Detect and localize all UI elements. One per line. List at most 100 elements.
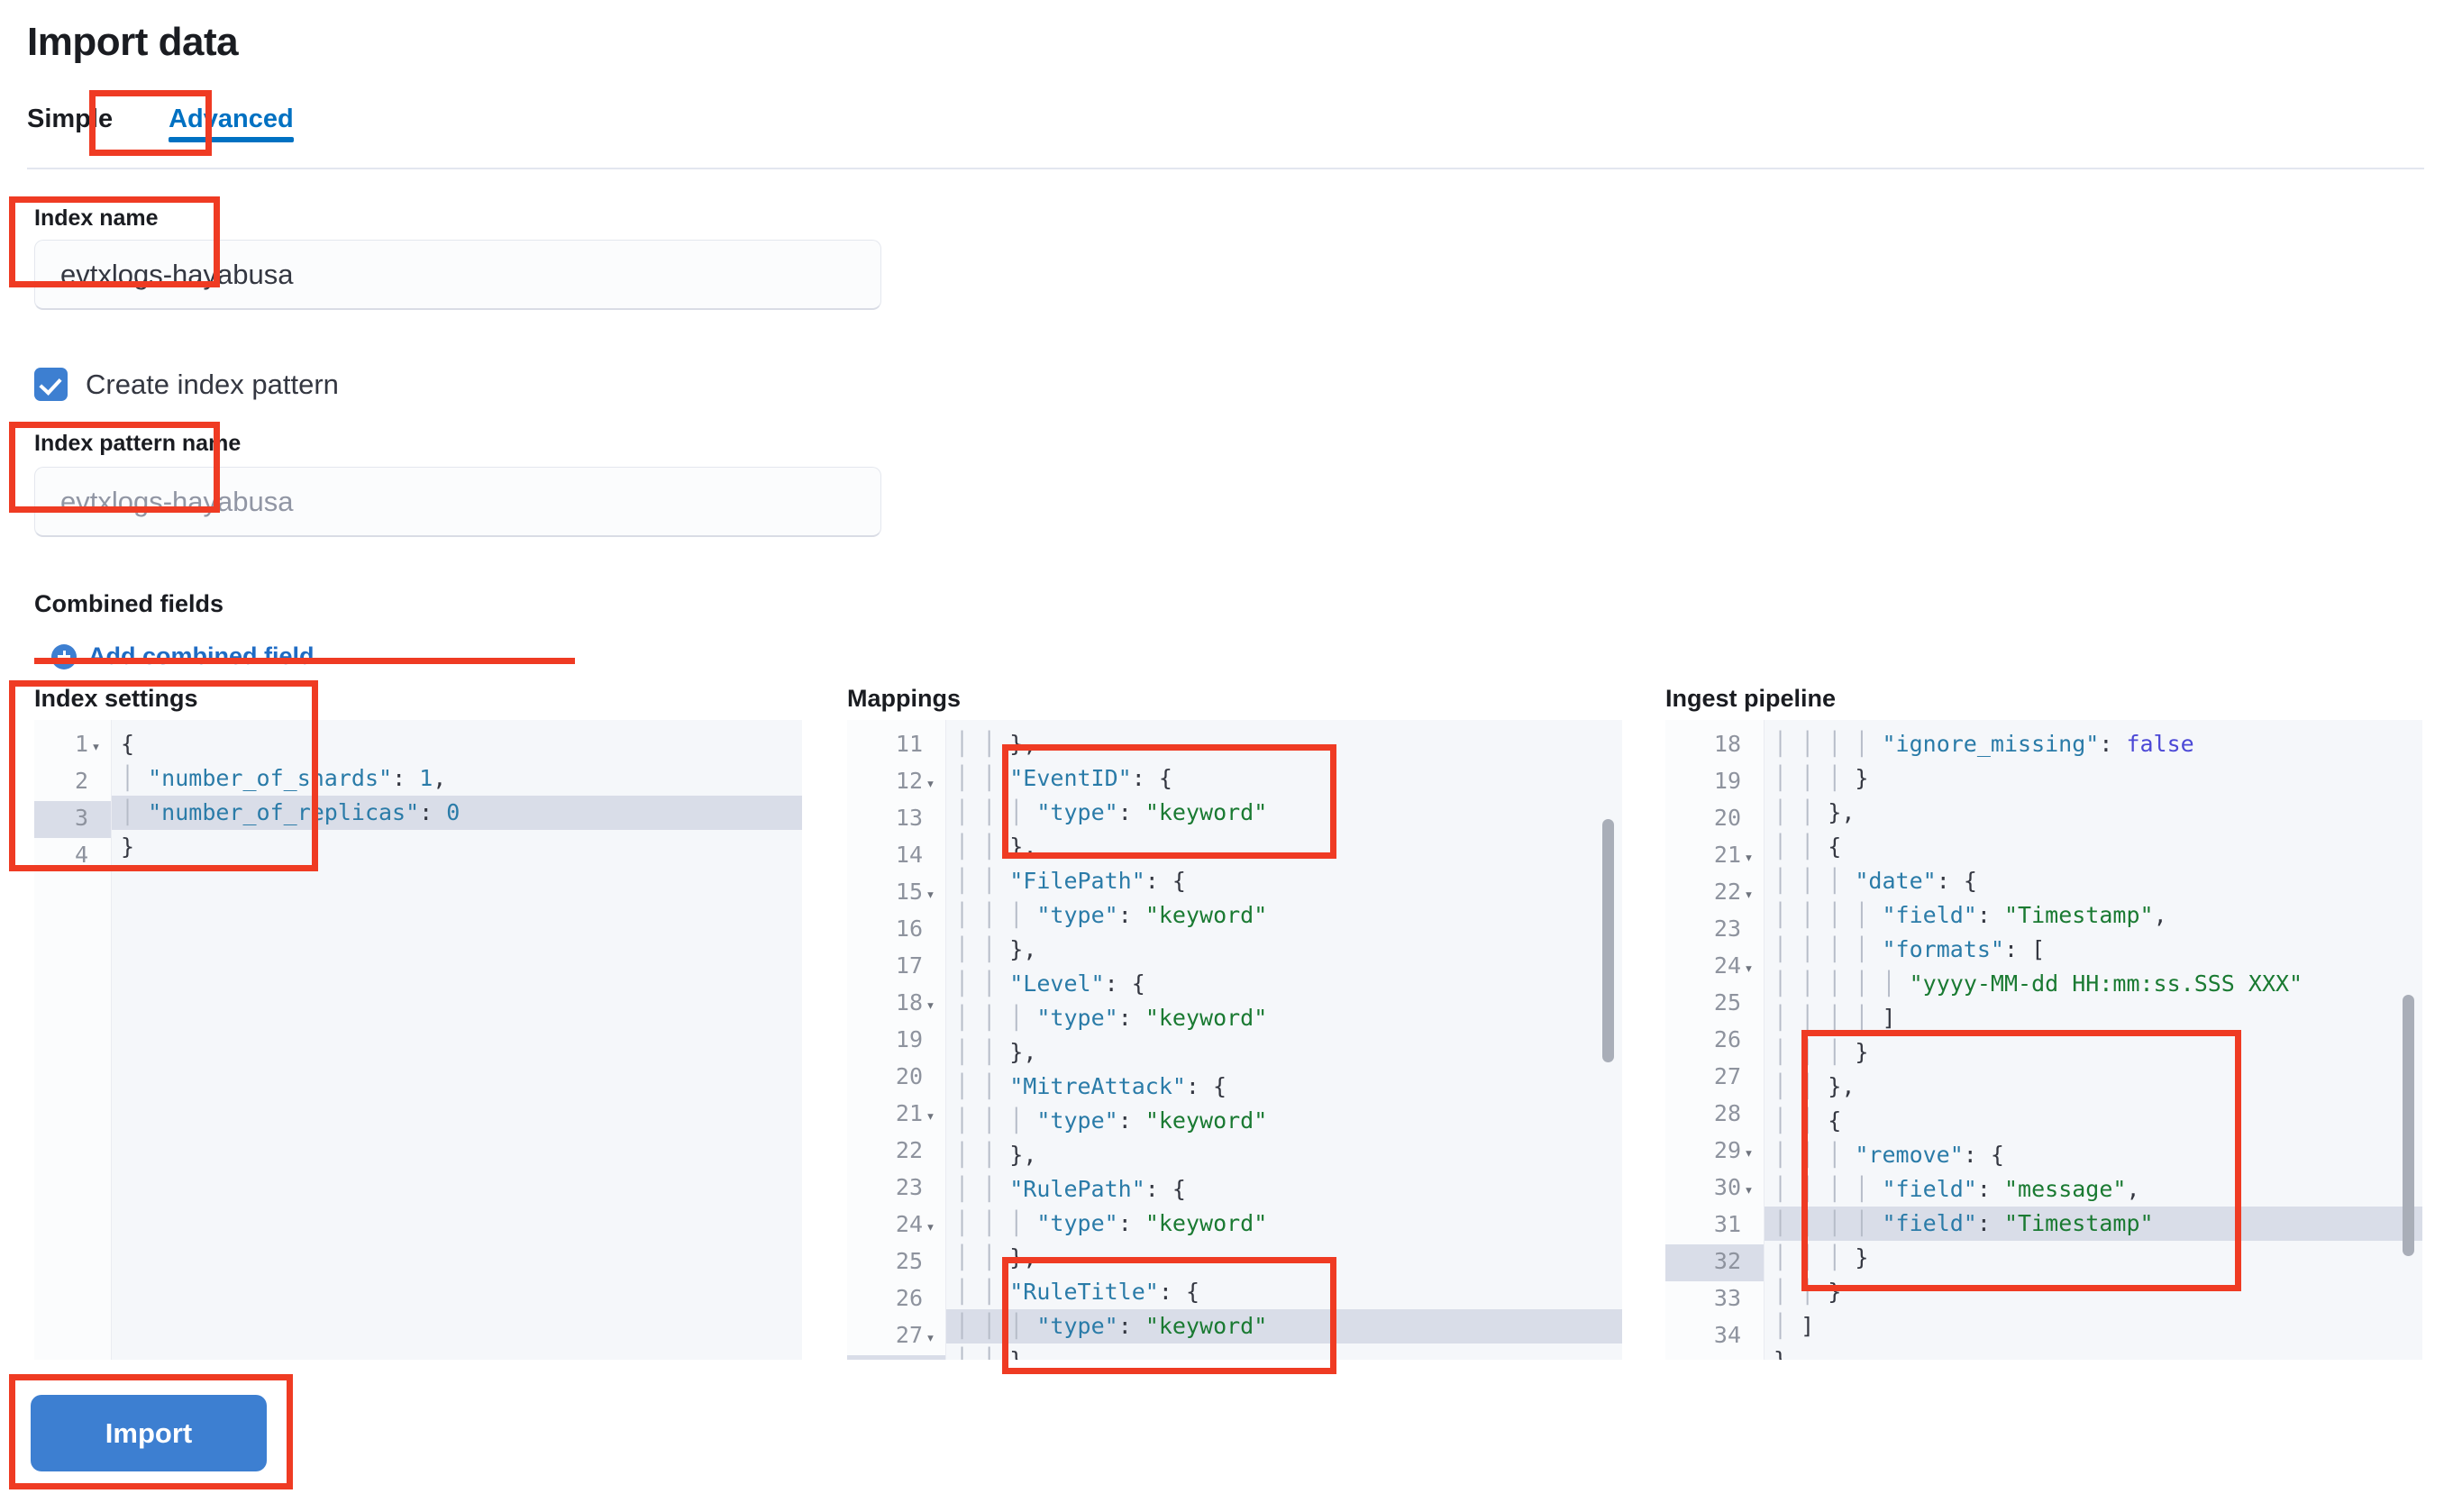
code-line[interactable]: │ │ │ "type": "keyword"	[955, 1005, 1268, 1031]
code-line[interactable]: │ │ },	[955, 833, 1037, 860]
code-line[interactable]: │ │ │ }	[1774, 765, 1869, 791]
mappings-scrollbar[interactable]	[1602, 819, 1614, 1062]
line-number: 24▾	[1713, 952, 1754, 979]
ingest-pipeline-scrollbar[interactable]	[2403, 995, 2414, 1256]
line-number: 12▾	[895, 768, 935, 794]
index-settings-section: Index settings 1▾2▾3▾4▾ { │ "number_of_sh…	[34, 685, 802, 1360]
index-name-label: Index name	[34, 205, 159, 231]
code-line[interactable]: │ │ │ "type": "keyword"	[955, 1210, 1268, 1236]
import-button[interactable]: Import	[31, 1395, 267, 1471]
ingest-pipeline-title: Ingest pipeline	[1665, 685, 1837, 712]
line-number: 23▾	[895, 1174, 923, 1200]
line-number: 23▾	[1713, 915, 1741, 942]
index-pattern-name-input[interactable]: evtxlogs-hayabusa	[34, 467, 881, 537]
code-line[interactable]: │ │ │ "type": "keyword"	[955, 799, 1268, 825]
page-title: Import data	[27, 20, 239, 64]
index-settings-gutter: 1▾2▾3▾4▾	[34, 720, 112, 1360]
mappings-code[interactable]: │ │ }, │ │ "EventID": { │ │ │ "type": "key…	[946, 720, 1622, 1360]
code-line[interactable]: │ │ │ │ ]	[1774, 1005, 1896, 1031]
code-line[interactable]: │ │ {	[1774, 1107, 1842, 1134]
ingest-pipeline-editor[interactable]: 18▾19▾20▾21▾22▾23▾24▾25▾26▾27▾28▾29▾30▾3…	[1665, 720, 2422, 1360]
line-number: 28▾	[1713, 1100, 1741, 1126]
code-line[interactable]: │ │ },	[946, 1343, 1622, 1360]
line-number: 20▾	[1713, 805, 1741, 831]
code-line[interactable]: │ │ │ │ "field": "Timestamp"	[1765, 1207, 2422, 1241]
line-number: 18▾	[895, 989, 935, 1016]
line-number: 26▾	[895, 1285, 923, 1311]
checkbox-checked-icon[interactable]	[34, 368, 68, 401]
mappings-section: Mappings 11▾12▾13▾14▾15▾16▾17▾18▾19▾20▾2…	[847, 685, 1622, 1360]
code-line[interactable]: │ │ },	[955, 1039, 1037, 1065]
code-line[interactable]: │ │ │ "type": "keyword"	[955, 902, 1268, 928]
code-line[interactable]: │ │ │ │ "formats": [	[1774, 936, 2046, 962]
line-number: 24▾	[895, 1211, 935, 1237]
code-line[interactable]: }	[1765, 1343, 2422, 1360]
line-number: 22▾	[895, 1137, 923, 1163]
line-number: 15▾	[895, 879, 935, 905]
line-number: 27▾	[895, 1322, 935, 1348]
line-number: 2▾	[74, 768, 88, 794]
code-line[interactable]: │ "number_of_shards": 1,	[121, 765, 447, 791]
line-number: 17▾	[895, 952, 923, 979]
line-number: 27▾	[1713, 1063, 1741, 1089]
line-number: 32▾	[1665, 1244, 1764, 1281]
create-index-pattern-label: Create index pattern	[86, 368, 339, 400]
line-number: 21▾	[1713, 842, 1754, 868]
line-number: 29▾	[1713, 1137, 1754, 1163]
code-line[interactable]: │ │ "FilePath": {	[955, 868, 1186, 894]
code-line[interactable]: │ │ "Level": {	[955, 970, 1145, 997]
code-line[interactable]: │ │ │ │ "field": "Timestamp",	[1774, 902, 2167, 928]
tab-advanced[interactable]: Advanced	[143, 101, 319, 154]
plus-circle-icon	[51, 643, 77, 669]
ingest-pipeline-gutter: 18▾19▾20▾21▾22▾23▾24▾25▾26▾27▾28▾29▾30▾3…	[1665, 720, 1765, 1360]
code-line[interactable]: │ "number_of_replicas": 0	[112, 796, 802, 830]
mappings-editor[interactable]: 11▾12▾13▾14▾15▾16▾17▾18▾19▾20▾21▾22▾23▾2…	[847, 720, 1622, 1360]
code-line[interactable]: │ │ │ │ "field": "message",	[1774, 1176, 2140, 1202]
code-line[interactable]: │ │ },	[1774, 1073, 1856, 1099]
code-line[interactable]: │ │ │ │ "ignore_missing": false	[1774, 731, 2194, 757]
code-line[interactable]: │ │ },	[1774, 799, 1856, 825]
line-number: 19▾	[895, 1026, 923, 1052]
code-line[interactable]: │ │ },	[955, 1142, 1037, 1168]
code-line[interactable]: │ │ },	[955, 731, 1037, 757]
tab-simple[interactable]: Simple	[27, 105, 114, 133]
line-number: 31▾	[1713, 1211, 1741, 1237]
line-number: 11▾	[895, 731, 923, 757]
code-line[interactable]: │ │ "RuleTitle": {	[955, 1279, 1200, 1305]
index-name-input[interactable]: evtxlogs-hayabusa	[34, 240, 881, 310]
code-line[interactable]: │ │ "EventID": {	[955, 765, 1172, 791]
code-line[interactable]: │ │ "MitreAttack": {	[955, 1073, 1227, 1099]
line-number: 25▾	[1713, 989, 1741, 1016]
code-line[interactable]: │ │ {	[1774, 833, 1842, 860]
create-index-pattern-row[interactable]: Create index pattern	[34, 368, 339, 401]
code-line[interactable]: {	[121, 731, 135, 757]
code-line[interactable]: │ │ │ }	[1774, 1039, 1869, 1065]
index-settings-title: Index settings	[34, 685, 198, 712]
index-settings-editor[interactable]: 1▾2▾3▾4▾ { │ "number_of_shards": 1, │ "num…	[34, 720, 802, 1360]
code-line[interactable]: }	[121, 833, 135, 860]
line-number: 18▾	[1713, 731, 1741, 757]
code-line[interactable]: │ │ │ "type": "keyword"	[955, 1107, 1268, 1134]
line-number: 16▾	[895, 915, 923, 942]
code-line[interactable]: │ │ │ "type": "keyword"	[946, 1309, 1622, 1343]
index-settings-code[interactable]: { │ "number_of_shards": 1, │ "number_of_re…	[112, 720, 802, 1360]
line-number: 26▾	[1713, 1026, 1741, 1052]
code-line[interactable]: │ │ │ "remove": {	[1774, 1142, 2004, 1168]
code-line[interactable]: │ │ "RulePath": {	[955, 1176, 1186, 1202]
combined-fields-label: Combined fields	[34, 590, 224, 617]
code-line[interactable]: │ │ },	[955, 1244, 1037, 1271]
ingest-pipeline-code[interactable]: │ │ │ │ "ignore_missing": false │ │ │ } │ …	[1765, 720, 2422, 1360]
code-line[interactable]: │ ]	[1774, 1313, 1815, 1339]
code-line[interactable]: │ │ }	[1774, 1279, 1842, 1305]
code-line[interactable]: │ │ │ }	[1774, 1244, 1869, 1271]
add-combined-field-button[interactable]: Add combined field	[51, 642, 315, 670]
code-line[interactable]: │ │ │ │ │ "yyyy-MM-dd HH:mm:ss.SSS XXX"	[1774, 970, 2303, 997]
code-line[interactable]: │ │ },	[955, 936, 1037, 962]
index-pattern-name-label: Index pattern name	[34, 431, 242, 456]
line-number: 30▾	[1713, 1174, 1754, 1200]
line-number: 25▾	[895, 1248, 923, 1274]
line-number: 34▾	[1713, 1322, 1741, 1348]
code-line[interactable]: │ │ │ "date": {	[1774, 868, 1977, 894]
line-number: 28▾	[847, 1355, 945, 1360]
line-number: 22▾	[1713, 879, 1754, 905]
